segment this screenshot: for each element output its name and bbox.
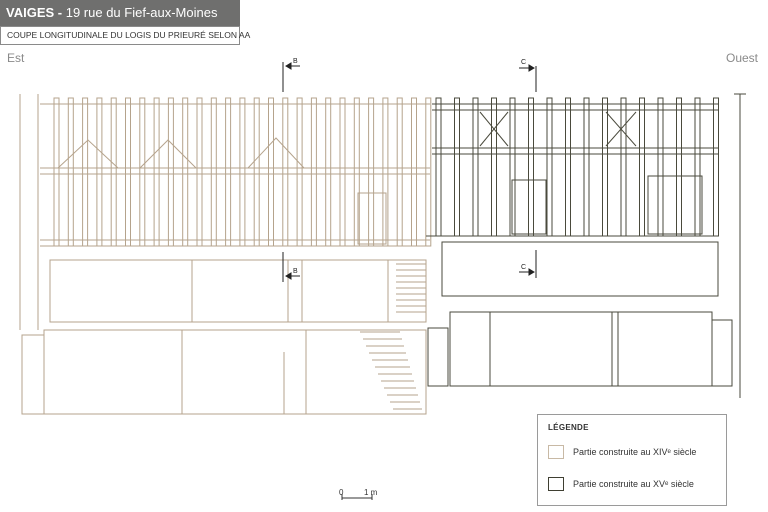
rafter [310, 97, 317, 247]
timber-post [602, 97, 608, 237]
rafter [167, 97, 174, 247]
rafter [210, 97, 217, 247]
timber-post [657, 97, 664, 237]
section-c-top-label: C [521, 59, 526, 66]
timber-post [491, 97, 497, 237]
rafter [125, 97, 131, 247]
title-banner: VAIGES - 19 rue du Fief-aux-Moines [0, 0, 240, 26]
rafter [110, 97, 117, 247]
section-b-mid-label: B [293, 268, 298, 275]
stairs-middle [396, 263, 426, 313]
orientation-east: Est [7, 51, 25, 65]
rafter [96, 97, 103, 247]
timber-post [639, 97, 645, 237]
timber-post [620, 97, 627, 237]
rafter [239, 97, 246, 247]
phase-15th-century [426, 93, 746, 398]
stairs-lower [360, 331, 422, 410]
scale-zero-label: 0 [339, 488, 344, 497]
rafters-14th [53, 97, 432, 247]
legend-item-15th: Partie construite au XVᵉ siècle [548, 477, 694, 491]
rafter [268, 97, 274, 247]
rafter [296, 97, 303, 247]
legend-box: LÉGENDE Partie construite au XIVᵉ siècle… [537, 414, 727, 506]
legend-swatch-14th [548, 445, 564, 459]
timber-post [454, 97, 460, 237]
rafter [282, 97, 289, 247]
rafter [382, 97, 389, 247]
timber-post [713, 97, 719, 237]
rafter [182, 97, 189, 247]
scale-one-label: 1 m [364, 488, 378, 497]
legend-label-14th: Partie construite au XIVᵉ siècle [573, 447, 697, 457]
timber-post [435, 97, 442, 237]
timber-post [528, 97, 534, 237]
timber-post [565, 97, 571, 237]
rafter [339, 97, 346, 247]
section-markers [282, 62, 537, 282]
legend-swatch-15th [548, 477, 564, 491]
timber-post [694, 97, 701, 237]
legend-item-14th: Partie construite au XIVᵉ siècle [548, 445, 696, 459]
section-c-mid-label: C [521, 264, 526, 271]
legend-title: LÉGENDE [548, 423, 589, 432]
rafter [82, 97, 89, 247]
rafter [425, 97, 432, 247]
place-name: VAIGES - [6, 5, 63, 20]
timber-post [509, 97, 516, 237]
phase-14th-century [19, 94, 432, 415]
posts-15th [435, 97, 719, 237]
rafter [139, 97, 146, 247]
address: 19 rue du Fief-aux-Moines [62, 5, 218, 20]
rafter [67, 97, 74, 247]
rafter [396, 97, 403, 247]
drawing-subtitle: COUPE LONGITUDINALE DU LOGIS DU PRIEURÉ … [0, 26, 250, 45]
timber-post [546, 97, 553, 237]
orientation-west: Ouest [726, 51, 759, 65]
timber-post [583, 97, 590, 237]
rafter [196, 97, 203, 247]
rafter [411, 97, 417, 247]
legend-label-15th: Partie construite au XVᵉ siècle [573, 479, 694, 489]
rafter [225, 97, 232, 247]
timber-post [676, 97, 682, 237]
rafter [253, 97, 260, 247]
rafter [153, 97, 160, 247]
timber-post [472, 97, 479, 237]
rafter [368, 97, 375, 247]
rafter [53, 97, 60, 247]
section-b-top-label: B [293, 58, 298, 65]
scale-bar [341, 494, 373, 500]
rafter [325, 97, 332, 247]
rafter [353, 97, 360, 247]
